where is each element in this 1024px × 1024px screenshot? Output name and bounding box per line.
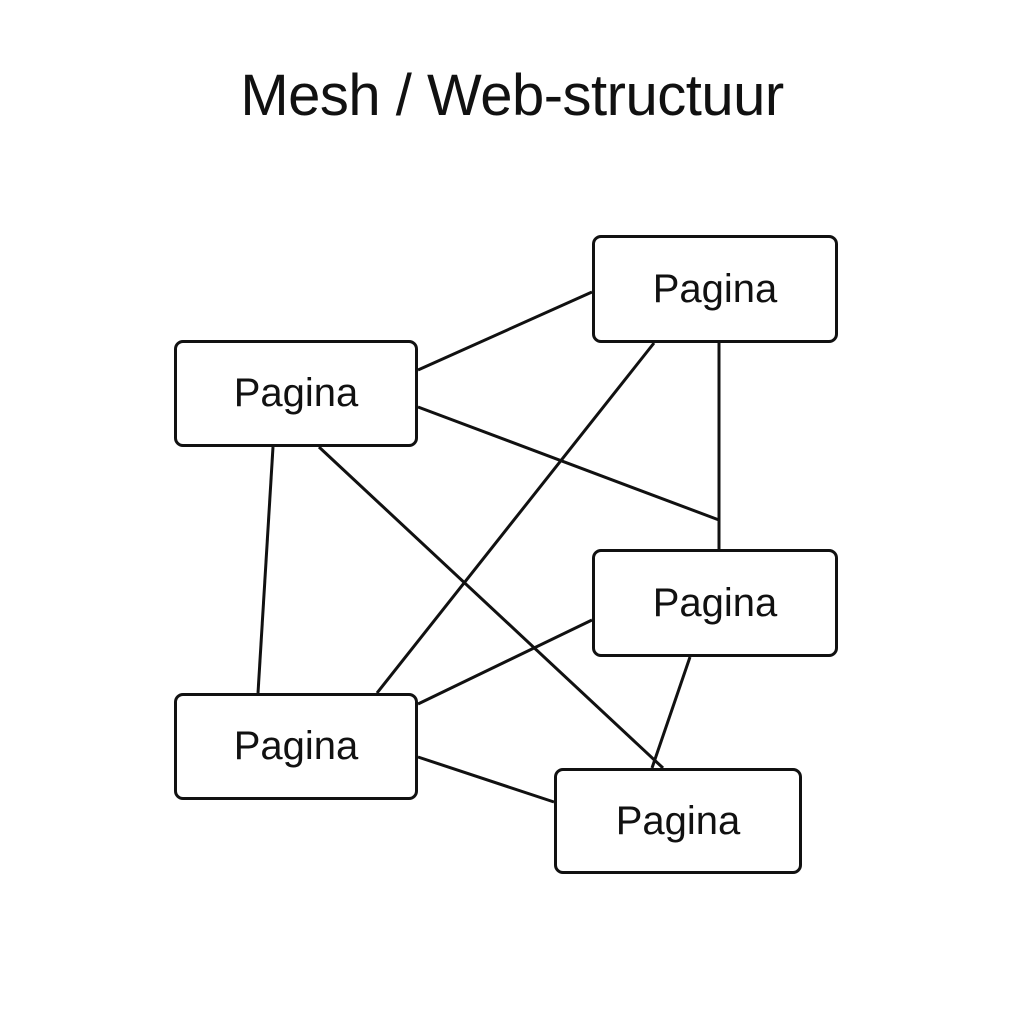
edge-n3-n5: [650, 656, 692, 769]
page-node-4: Pagina: [174, 693, 418, 800]
page-node-3: Pagina: [592, 549, 838, 657]
edge-n1-n4: [256, 446, 275, 694]
edge-n1-n5: [317, 445, 665, 770]
page-node-label: Pagina: [652, 266, 778, 311]
page-node-label: Pagina: [652, 580, 778, 625]
edge-n1-n2: [417, 290, 593, 372]
page-node-label: Pagina: [615, 798, 741, 843]
page-node-label: Pagina: [233, 724, 359, 768]
edge-n3-n4: [417, 618, 593, 706]
edge-n1-n3: [417, 405, 720, 522]
page-node-5: Pagina: [554, 768, 802, 874]
page-node-2: Pagina: [592, 235, 838, 343]
page-node-label: Pagina: [233, 371, 359, 415]
edge-n2-n4: [375, 342, 656, 694]
edge-n4-n5: [417, 755, 555, 804]
diagram-title: Mesh / Web-structuur: [240, 63, 784, 128]
page-node-1: Pagina: [174, 340, 418, 447]
